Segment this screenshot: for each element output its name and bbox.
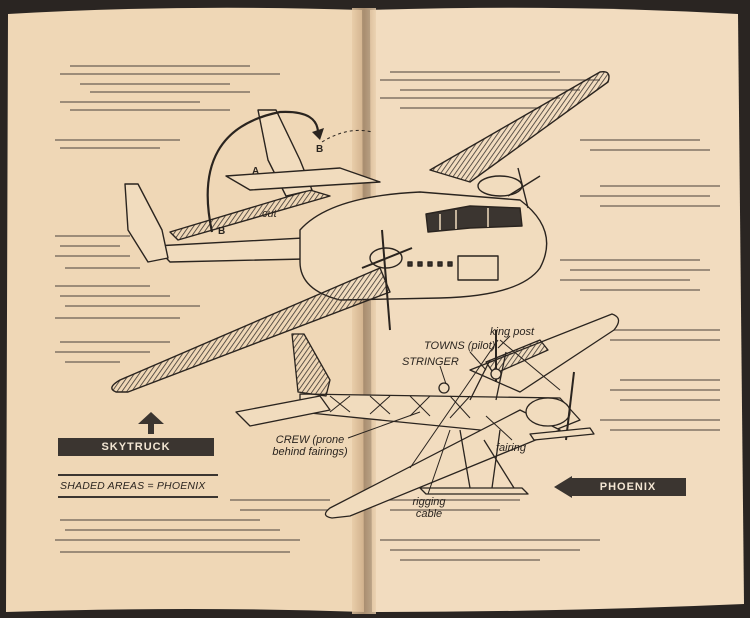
speed-lines — [55, 65, 720, 561]
label-a: A — [252, 166, 260, 177]
phoenix-banner: PHOENIX — [570, 478, 686, 496]
label-king-post: king post — [490, 326, 535, 338]
label-crew: CREW (prone behind fairings) — [272, 434, 348, 458]
phoenix-arrow-icon — [554, 476, 572, 498]
rotation-arrow — [206, 110, 320, 233]
label-cut: cut — [262, 208, 277, 220]
label-stringer: STRINGER — [402, 356, 459, 368]
label-fairing: fairing — [496, 442, 526, 454]
label-rigging-cable: rigging cable — [412, 496, 446, 520]
gutter — [352, 8, 376, 614]
legend-rule-top — [58, 474, 218, 476]
skytruck-arrow — [138, 412, 164, 434]
skytruck-aircraft — [111, 71, 610, 393]
label-towns-pilot: TOWNS (pilot) — [424, 340, 496, 352]
label-b-top: B — [316, 144, 324, 155]
callout-lines — [347, 335, 513, 495]
legend-text: SHADED AREAS = PHOENIX — [60, 480, 206, 492]
label-b-bottom: B — [218, 226, 226, 237]
skytruck-banner: SKYTRUCK — [58, 438, 214, 456]
legend-rule-bottom — [58, 496, 218, 498]
phoenix-aircraft — [235, 313, 620, 519]
